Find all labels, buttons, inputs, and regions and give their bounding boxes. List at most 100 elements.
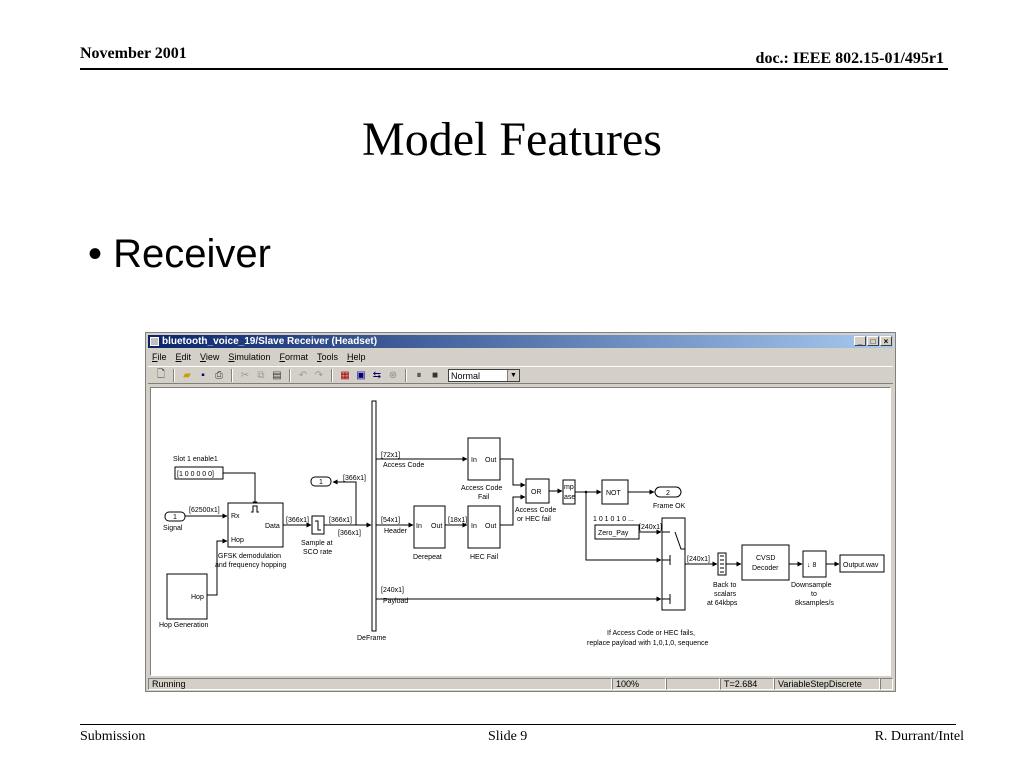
- menu-help[interactable]: Help: [346, 352, 366, 362]
- block-diagram[interactable]: Slot 1 enable1 [1 0 0 0 0 0] 1 Signal [6…: [151, 388, 890, 675]
- signal-label: Signal: [163, 525, 183, 532]
- signal-line: [332, 479, 357, 525]
- not-block[interactable]: [601, 479, 629, 505]
- gfsk-rx-port: Rx: [231, 513, 240, 520]
- print-icon[interactable]: ⎙: [215, 369, 223, 381]
- access-code-label: Access Code: [383, 462, 424, 469]
- cvsd-label-line1: CVSD: [756, 555, 775, 562]
- paste-icon[interactable]: ▤: [272, 369, 282, 381]
- sample-label-line2: SCO rate: [303, 549, 332, 556]
- hec-fail-block[interactable]: [467, 505, 501, 549]
- payload-label: Payload: [383, 598, 408, 605]
- toolbar-separator: [405, 368, 407, 382]
- enable-icon: [251, 505, 259, 513]
- menu-format[interactable]: Format: [279, 352, 308, 362]
- signal-line: [585, 492, 662, 563]
- dimension-366-b: [366x1]: [329, 517, 352, 524]
- close-button[interactable]: ×: [880, 336, 892, 346]
- or-label-line2: or HEC fail: [517, 516, 551, 523]
- dimension-18: [18x1]: [448, 517, 467, 524]
- impulse-top-text: mp: [564, 484, 574, 491]
- hop-generation-label: Hop Generation: [159, 622, 209, 629]
- gfsk-label-line1: GFSK demodulation: [218, 553, 281, 560]
- gfsk-hop-port: Hop: [231, 537, 244, 544]
- menu-file[interactable]: File: [152, 352, 167, 362]
- output-wav-block[interactable]: [839, 554, 885, 573]
- outport-2[interactable]: [654, 486, 682, 498]
- minimize-button[interactable]: _: [854, 336, 866, 346]
- cvsd-decoder-block[interactable]: [741, 544, 790, 581]
- status-time: T=2.684: [720, 678, 774, 690]
- debugger-icon[interactable]: ⇆: [372, 369, 382, 381]
- header-doc-id: doc.: IEEE 802.15-01/495r1: [755, 50, 944, 67]
- or-label: OR: [531, 489, 542, 496]
- menu-simulation[interactable]: Simulation: [228, 352, 271, 362]
- redo-icon[interactable]: ↷: [314, 369, 324, 381]
- resize-grip-icon[interactable]: [880, 678, 893, 690]
- sequence-label: 1 0 1 0 1 0 ...: [593, 516, 634, 523]
- dimension-240-c: [240x1]: [687, 556, 710, 563]
- cvsd-label-line2: Decoder: [752, 565, 779, 572]
- downsample-label-line3: 8ksamples/s: [795, 600, 834, 607]
- signal-dimension: [62500x1]: [189, 507, 220, 514]
- slot-value: [1 0 0 0 0 0]: [177, 471, 214, 478]
- outport-1-number: 1: [319, 479, 323, 486]
- deframe-block[interactable]: [371, 400, 377, 632]
- menu-edit[interactable]: Edit: [175, 352, 192, 362]
- footer-slide-number: Slide 9: [488, 729, 528, 744]
- acf-out-port: Out: [485, 457, 496, 464]
- gfsk-demod-block[interactable]: [227, 502, 284, 548]
- frame-ok-label: Frame OK: [653, 503, 686, 510]
- sample-label-line1: Sample at: [301, 540, 333, 547]
- simulation-mode-select[interactable]: Normal ▼: [448, 368, 520, 382]
- impulse-bottom-text: ase: [564, 494, 575, 501]
- chevron-down-icon[interactable]: ▼: [507, 369, 519, 381]
- zero-payload-label: Zero_Pay: [598, 530, 629, 537]
- model-canvas[interactable]: Slot 1 enable1 [1 0 0 0 0 0] 1 Signal [6…: [150, 387, 891, 676]
- new-icon[interactable]: 🗋: [156, 368, 166, 380]
- not-label: NOT: [606, 490, 622, 497]
- cut-icon[interactable]: ✂: [240, 369, 250, 381]
- hop-generation-block[interactable]: [166, 573, 208, 620]
- settings-icon[interactable]: ⊛: [388, 369, 398, 381]
- simulation-mode-value: Normal: [451, 370, 481, 381]
- back-label-line1: Back to: [713, 582, 736, 589]
- status-empty: [666, 678, 720, 690]
- library-browser-icon[interactable]: ▦: [340, 369, 350, 381]
- window-titlebar[interactable]: bluetooth_voice_19/Slave Receiver (Heads…: [148, 335, 893, 348]
- dimension-366-d: [366x1]: [343, 475, 366, 482]
- derepeat-out-port: Out: [431, 523, 442, 530]
- save-icon[interactable]: ▪: [201, 369, 205, 381]
- maximize-button[interactable]: □: [867, 336, 879, 346]
- toolbar: 🗋 ▰ ▪ ⎙ ✂ ⧉ ▤ ↶ ↷ ▦ ▣ ⇆ ⊛ ⏸ ■ Normal ▼: [148, 366, 893, 384]
- access-code-fail-block[interactable]: [467, 437, 501, 481]
- derepeat-label: Derepeat: [413, 554, 442, 561]
- menu-bar: File Edit View Simulation Format Tools H…: [150, 350, 366, 364]
- undo-icon[interactable]: ↶: [298, 369, 308, 381]
- open-icon[interactable]: ▰: [183, 369, 191, 381]
- menu-view[interactable]: View: [200, 352, 220, 362]
- hec-fail-label: HEC Fail: [470, 554, 498, 561]
- status-state: Running: [148, 678, 612, 690]
- slide-title: Model Features: [362, 113, 662, 166]
- outport-1[interactable]: [310, 476, 332, 487]
- downsample-factor: ↓ 8: [807, 562, 816, 569]
- signal-line: [500, 494, 526, 526]
- pause-icon[interactable]: ⏸: [416, 369, 422, 381]
- dimension-240-a: [240x1]: [381, 587, 404, 594]
- footer-author: R. Durrant/Intel: [874, 729, 964, 744]
- slot-label: Slot 1 enable1: [173, 456, 218, 463]
- footer-rule: [80, 724, 956, 725]
- stop-icon[interactable]: ■: [431, 369, 439, 381]
- derepeat-block[interactable]: [413, 505, 446, 549]
- header-date: November 2001: [80, 45, 187, 62]
- acf-in-port: In: [471, 457, 477, 464]
- menu-tools[interactable]: Tools: [316, 352, 338, 362]
- acf-label-line1: Access Code: [461, 485, 502, 492]
- simulink-window[interactable]: bluetooth_voice_19/Slave Receiver (Heads…: [145, 332, 896, 692]
- toolbar-separator: [289, 368, 291, 382]
- downsample-label-line2: to: [811, 591, 817, 598]
- footer-submission: Submission: [80, 729, 146, 744]
- model-explorer-icon[interactable]: ▣: [356, 369, 366, 381]
- copy-icon[interactable]: ⧉: [257, 369, 265, 381]
